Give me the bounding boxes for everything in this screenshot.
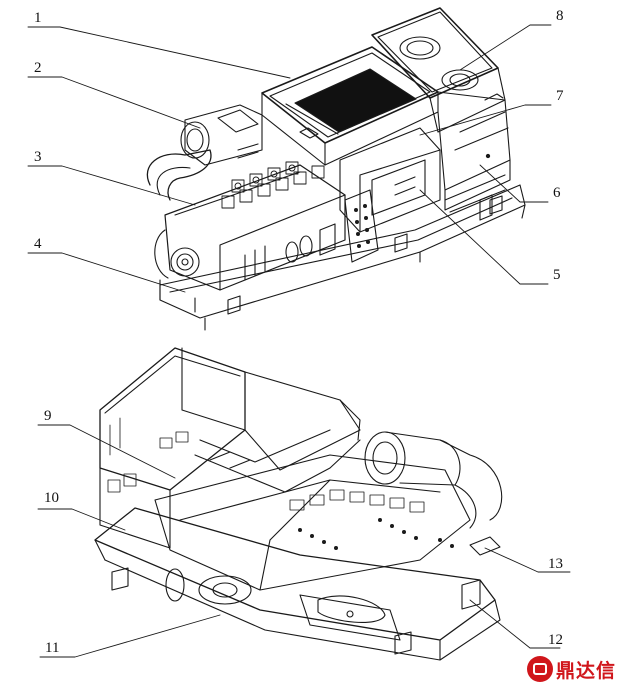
callout-4: 4 — [34, 236, 42, 252]
callout-13: 13 — [548, 556, 563, 572]
upper-assembly — [146, 7, 526, 331]
brand-watermark-text: 鼎达信 — [556, 659, 617, 682]
callout-8: 8 — [556, 8, 564, 24]
callout-3: 3 — [34, 149, 42, 165]
callout-7: 7 — [556, 88, 564, 104]
callout-5: 5 — [553, 267, 561, 283]
callout-11: 11 — [45, 640, 60, 656]
callout-1: 1 — [34, 10, 42, 26]
brand-watermark: 鼎达信 — [527, 655, 631, 683]
callout-6: 6 — [553, 185, 561, 201]
callout-10: 10 — [44, 490, 59, 506]
callout-9: 9 — [44, 408, 52, 424]
leader-lines — [27, 24, 571, 658]
lower-assembly — [94, 347, 503, 661]
callout-12: 12 — [548, 632, 563, 648]
callout-2: 2 — [34, 60, 42, 76]
brand-logo-icon — [527, 656, 553, 682]
